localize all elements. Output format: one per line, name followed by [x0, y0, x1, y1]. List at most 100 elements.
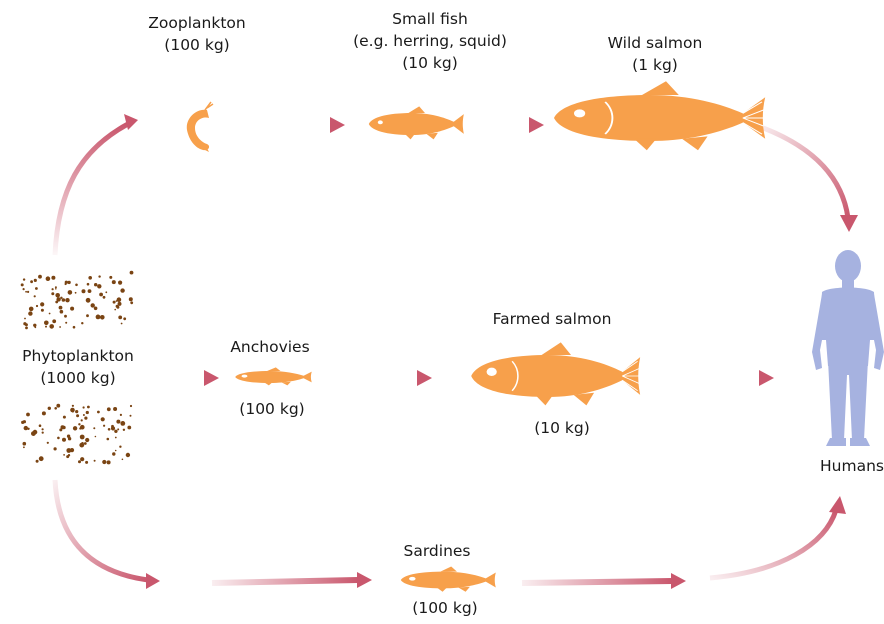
phytoplankton-dots-bottom [21, 404, 132, 465]
anchovies-mass: (100 kg) [239, 398, 304, 420]
phytoplankton-dot [84, 417, 87, 420]
phytoplankton-dot [29, 307, 34, 312]
phytoplankton-dot [103, 425, 105, 427]
arrow-sardines-to-humans-curve [710, 496, 846, 578]
zooplankton-icon [187, 102, 213, 152]
phytoplankton-dot [83, 406, 85, 408]
phytoplankton-dot [130, 405, 132, 407]
zooplankton-mass: (100 kg) [148, 34, 245, 56]
arrow-smallfish-to-wildsalmon [470, 117, 544, 133]
phytoplankton-dot [41, 309, 44, 312]
phytoplankton-dot [52, 319, 56, 323]
phytoplankton-dot [36, 460, 39, 463]
phytoplankton-dot [122, 459, 124, 461]
phytoplankton-dot [113, 407, 117, 411]
phytoplankton-dot [67, 281, 70, 284]
phytoplankton-dot [68, 290, 73, 295]
phytoplankton-dot [86, 411, 89, 414]
phytoplankton-dot [51, 292, 54, 295]
phytoplankton-dot [123, 429, 125, 431]
phytoplankton-dot [91, 303, 95, 307]
farmed-salmon-name: Farmed salmon [493, 308, 612, 330]
phytoplankton-dot [23, 442, 27, 446]
phytoplankton-dot [88, 276, 92, 280]
phytoplankton-dot [85, 461, 88, 464]
phytoplankton-dots-top [21, 271, 134, 330]
phytoplankton-dot [33, 430, 38, 435]
arrow-phyto-to-zooplankton [55, 114, 138, 255]
phytoplankton-dot [35, 287, 38, 290]
phytoplankton-dot [28, 311, 32, 315]
arrow-sardines-to-humans [522, 573, 686, 589]
phytoplankton-dot [102, 460, 106, 464]
phytoplankton-dot [75, 292, 77, 294]
phytoplankton-dot [94, 283, 97, 286]
phytoplankton-dot [123, 317, 126, 320]
phytoplankton-dot [42, 411, 46, 415]
phytoplankton-dot [81, 419, 83, 421]
phytoplankton-dot [96, 315, 101, 320]
phytoplankton-dot [97, 411, 100, 414]
phytoplankton-dot [83, 414, 85, 416]
phytoplankton-dot [24, 426, 28, 430]
phytoplankton-dot [94, 460, 96, 462]
phytoplankton-dot [68, 454, 70, 456]
phytoplankton-dot [107, 460, 111, 464]
phytoplankton-dot [115, 437, 117, 439]
phytoplankton-dot [57, 437, 60, 440]
phytoplankton-dot [73, 426, 77, 430]
phytoplankton-mass: (1000 kg) [22, 367, 134, 389]
phytoplankton-dot [63, 454, 65, 456]
wild-salmon-label: Wild salmon (1 kg) [608, 32, 703, 76]
phytoplankton-dot [34, 279, 37, 282]
phytoplankton-dot [54, 447, 57, 450]
phytoplankton-dot [49, 313, 51, 315]
sardines-icon [401, 567, 496, 592]
phytoplankton-dot [55, 286, 57, 288]
phytoplankton-dot [48, 407, 51, 410]
phytoplankton-dot [127, 426, 131, 430]
arrow-phyto-to-anchovies [145, 370, 219, 386]
phytoplankton-dot [87, 283, 90, 286]
phytoplankton-dot [44, 321, 49, 326]
phytoplankton-dot [63, 416, 66, 419]
humans-label: Humans [820, 455, 884, 477]
phytoplankton-dot [120, 288, 124, 292]
small-fish-label: Small fish (e.g. herring, squid) (10 kg) [353, 8, 507, 74]
phytoplankton-dot [86, 298, 91, 303]
phytoplankton-dot [72, 405, 74, 407]
phytoplankton-dot [119, 446, 121, 448]
small-fish-name: Small fish [353, 8, 507, 30]
phytoplankton-dot [23, 322, 26, 325]
phytoplankton-dot [116, 420, 120, 424]
phytoplankton-dot [80, 435, 85, 440]
phytoplankton-dot [103, 296, 106, 299]
phytoplankton-dot [65, 283, 67, 285]
phytoplankton-dot [49, 324, 54, 329]
phytoplankton-dot [39, 424, 42, 427]
phytoplankton-dot [51, 276, 55, 280]
phytoplankton-dot [66, 448, 71, 453]
phytoplankton-dot [55, 288, 57, 290]
phytoplankton-dot [65, 298, 69, 302]
sardines-name: Sardines [403, 540, 470, 562]
phytoplankton-dot [113, 301, 116, 304]
phytoplankton-dot [87, 406, 90, 409]
small-fish-note: (e.g. herring, squid) [353, 30, 507, 52]
phytoplankton-dot [68, 437, 71, 440]
phytoplankton-dot [81, 322, 83, 324]
arrow-zooplankton-to-smallfish [268, 117, 345, 133]
phytoplankton-dot [109, 276, 112, 279]
phytoplankton-dot [130, 271, 134, 275]
small-fish-mass: (10 kg) [353, 52, 507, 74]
wild-salmon-name: Wild salmon [608, 32, 703, 54]
phytoplankton-dot [116, 306, 119, 309]
phytoplankton-dot [52, 288, 54, 290]
phytoplankton-dot [23, 446, 25, 448]
phytoplankton-dot [59, 306, 63, 310]
phytoplankton-name: Phytoplankton [22, 345, 134, 367]
phytoplankton-dot [112, 280, 116, 284]
phytoplankton-dot [107, 438, 110, 441]
anchovies-icon [235, 367, 312, 385]
